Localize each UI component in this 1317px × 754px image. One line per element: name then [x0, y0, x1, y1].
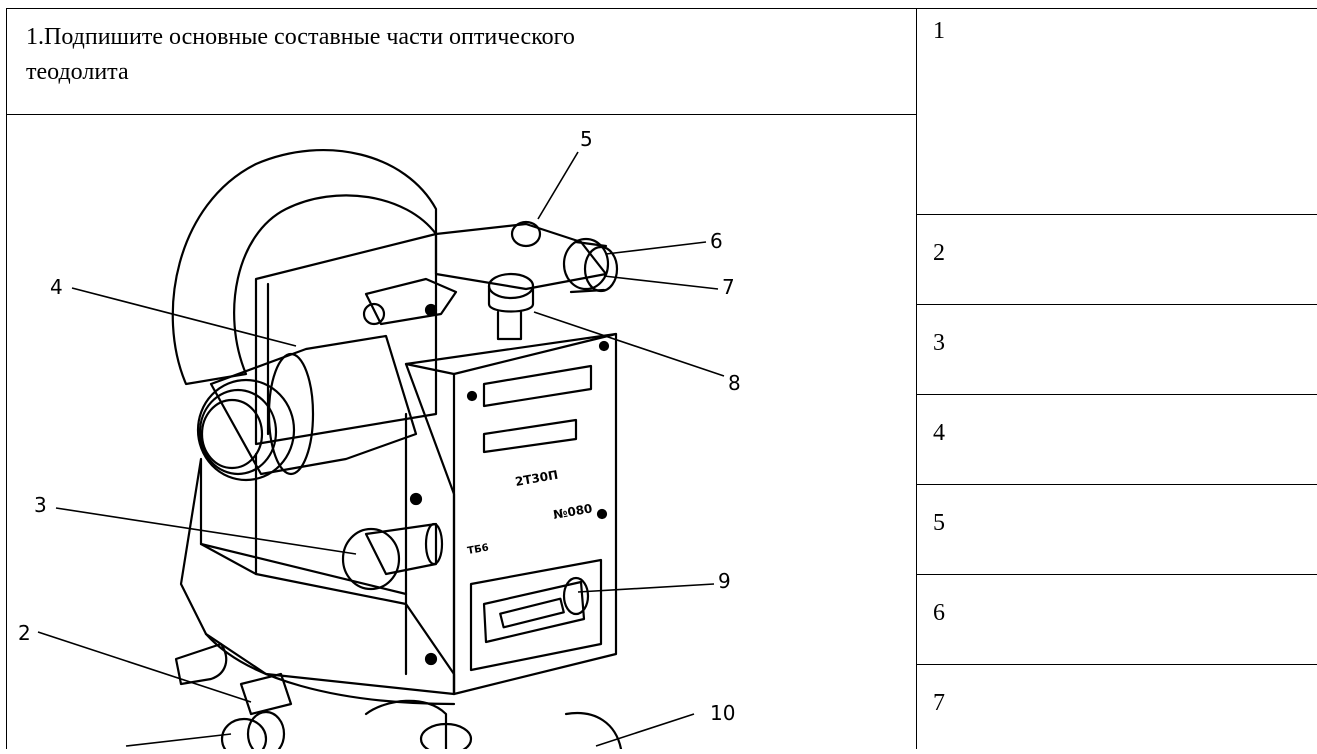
alidade-body: [404, 332, 618, 696]
callout-label: 8: [728, 371, 741, 395]
answer-row-number: 6: [933, 600, 945, 626]
callout-label: 6: [710, 229, 723, 253]
theodolite-illustration: 5 6 7 8 4 3 2 9 10 2Т30П №080 ТБ6: [6, 114, 916, 754]
row-separator: [916, 304, 1317, 305]
telescope-tube: [434, 222, 608, 291]
table-left-border: [6, 8, 7, 749]
task-line-2: теодолита: [26, 59, 129, 85]
lower-body: [179, 457, 456, 696]
callout-label: 10: [710, 701, 735, 725]
row-separator: [916, 574, 1317, 575]
answer-row-number: 4: [933, 420, 945, 446]
table-top-border: [6, 8, 1317, 9]
answer-row-number: 1: [933, 18, 945, 44]
theodolite-drawing: 5 6 7 8 4 3 2 9 10 2Т30П №080 ТБ6: [18, 127, 741, 754]
task-bottom-border: [6, 114, 916, 115]
task-line-1: 1.Подпишите основные составные части опт…: [26, 24, 575, 50]
answer-row-number: 2: [933, 240, 945, 266]
answer-row-number: 5: [933, 510, 945, 536]
mark-marking: ТБ6: [467, 542, 490, 557]
callout-label: 9: [718, 569, 731, 593]
row-separator: [916, 664, 1317, 665]
model-marking: 2Т30П: [514, 468, 559, 489]
answer-row-number: 7: [933, 690, 945, 716]
row-separator: [916, 484, 1317, 485]
table-middle-border: [916, 8, 917, 749]
callout-label: 3: [34, 493, 47, 517]
circle-housing: [171, 149, 438, 386]
eyepiece-tube: [209, 334, 418, 476]
circle-housing-edge: [254, 232, 438, 446]
row-separator: [916, 394, 1317, 395]
row-separator: [916, 214, 1317, 215]
serial-marking: №080: [552, 501, 593, 522]
task-heading: 1.Подпишите основные составные части опт…: [26, 20, 846, 90]
callout-label: 7: [722, 275, 735, 299]
sight-holder: [364, 277, 458, 326]
level-window: [469, 558, 603, 672]
callout-label: 2: [18, 621, 31, 645]
answer-row-number: 3: [933, 330, 945, 356]
callout-label: 4: [50, 275, 63, 299]
callout-label: 5: [580, 127, 593, 151]
